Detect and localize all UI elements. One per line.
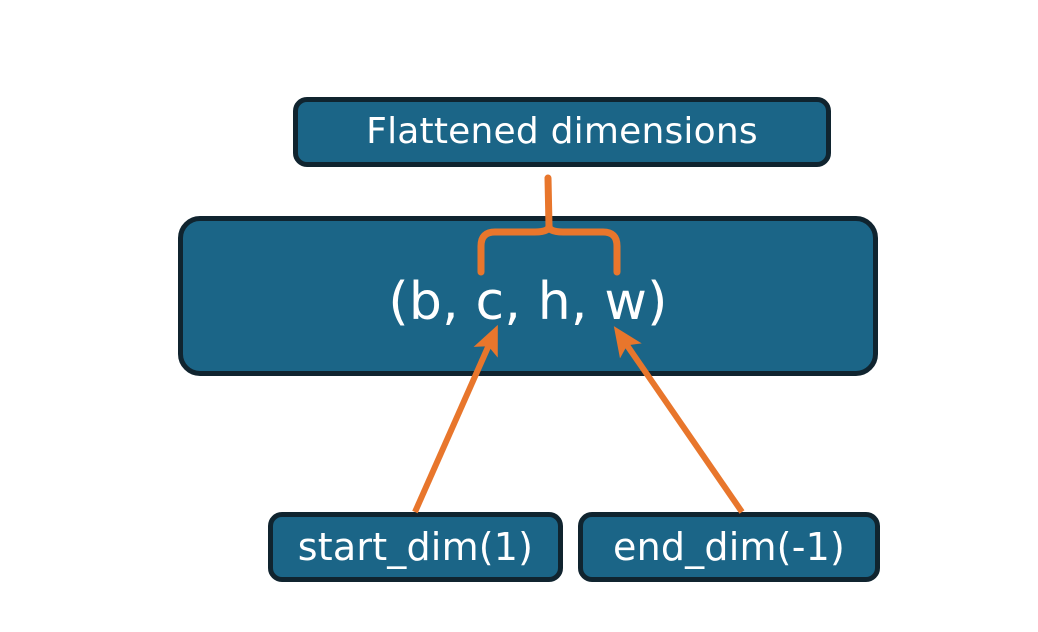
start-dim-label: start_dim(1) bbox=[297, 525, 534, 569]
tensor-shape-label: (b, c, h, w) bbox=[388, 272, 668, 332]
end-dim-box: end_dim(-1) bbox=[578, 512, 880, 582]
flattened-dimensions-box: Flattened dimensions bbox=[293, 97, 831, 167]
start-dim-box: start_dim(1) bbox=[268, 512, 563, 582]
end-dim-label: end_dim(-1) bbox=[612, 525, 846, 569]
tensor-shape-box: (b, c, h, w) bbox=[178, 216, 878, 376]
flattened-dimensions-label: Flattened dimensions bbox=[366, 111, 758, 152]
